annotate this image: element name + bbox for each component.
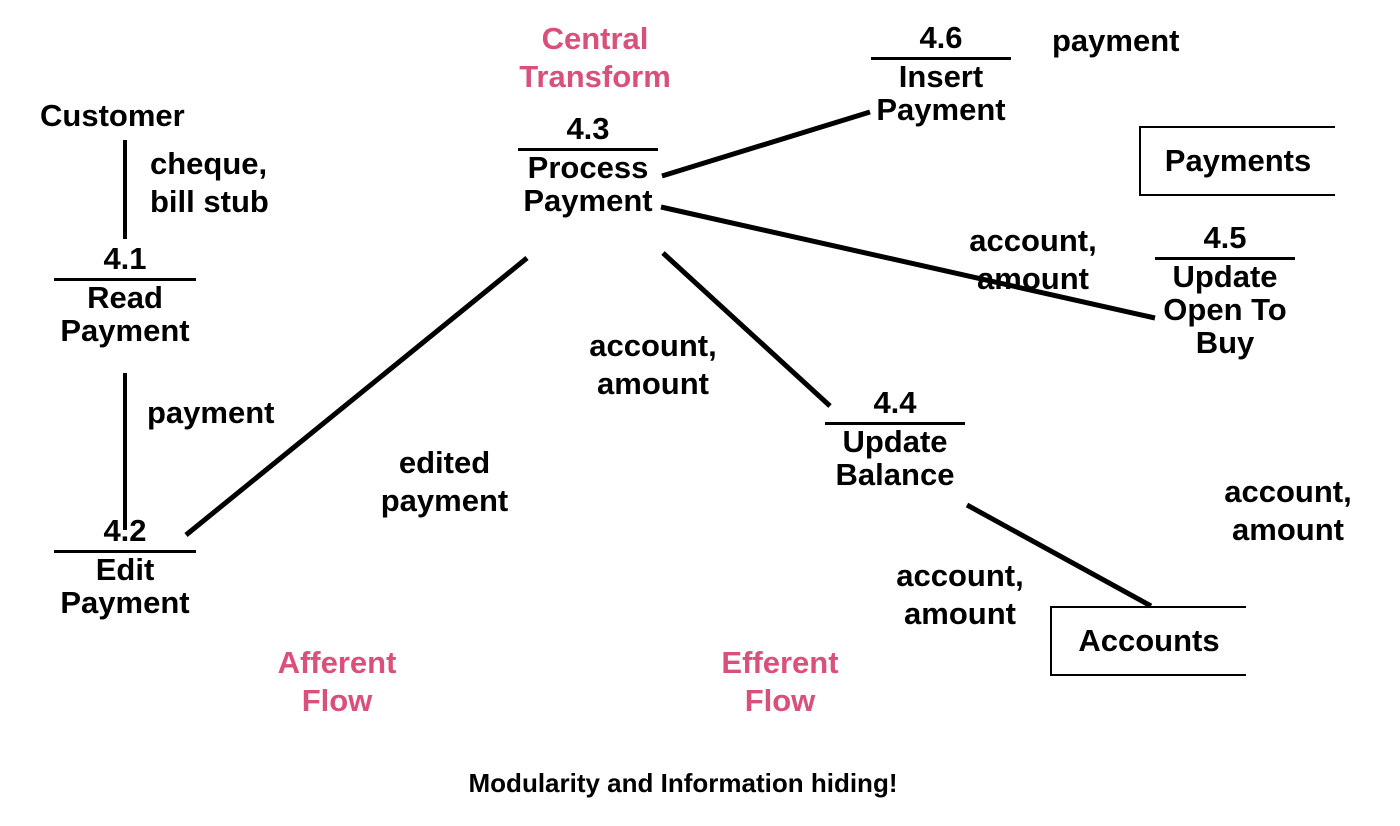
module-4-2-id: 4.2 <box>103 513 147 548</box>
flow-label-cheque-bill-stub-line2: bill stub <box>150 183 269 219</box>
flow-label-account-amount-process-to-balance: account, amount <box>563 327 743 403</box>
module-4-3-rule <box>518 147 658 151</box>
annotation-central-transform-line2: Transform <box>519 58 671 94</box>
flow-label-payment-read-to-edit: payment <box>147 394 274 432</box>
annotation-afferent-flow-line2: Flow <box>301 682 373 718</box>
annotation-efferent-flow-line2: Flow <box>744 682 816 718</box>
annotation-afferent-flow-line1: Afferent <box>277 645 397 680</box>
flow-label-payment-insert-to-store: payment <box>1052 22 1179 60</box>
datastore-payments[interactable]: Payments <box>1139 126 1335 196</box>
flow-label-account-amount-process-to-balance-line2: amount <box>597 365 709 401</box>
module-4-1-id: 4.1 <box>103 241 147 276</box>
flow-label-account-amount-balance-to-accounts-line1: account, <box>896 558 1024 593</box>
module-4-4-name-line2: Balance <box>835 456 955 492</box>
module-4-1-name-line2: Payment <box>60 312 190 348</box>
module-4-3-process-payment[interactable]: 4.3 Process Payment <box>473 111 703 218</box>
module-4-4-id: 4.4 <box>873 385 917 420</box>
external-entity-customer[interactable]: Customer <box>40 98 185 133</box>
flow-label-edited-payment-line2: payment <box>380 482 509 518</box>
module-4-3-id: 4.3 <box>566 111 610 146</box>
module-4-6-name-line1: Insert <box>898 58 984 94</box>
module-4-6-rule <box>871 56 1011 60</box>
flow-label-account-amount-process-to-otb-line2: amount <box>977 260 1089 296</box>
module-4-5-id: 4.5 <box>1203 220 1247 255</box>
module-4-4-rule <box>825 421 965 425</box>
flow-label-account-amount-otb-side: account, amount <box>1198 473 1378 549</box>
module-4-5-update-open-to-buy[interactable]: 4.5 Update Open To Buy <box>1110 220 1340 360</box>
module-4-1-read-payment[interactable]: 4.1 Read Payment <box>10 241 240 348</box>
module-4-6-name-line2: Payment <box>876 91 1006 127</box>
datastore-accounts[interactable]: Accounts <box>1050 606 1246 676</box>
flow-label-account-amount-process-to-otb-line1: account, <box>969 223 1097 258</box>
flow-label-account-amount-otb-side-line1: account, <box>1224 474 1352 509</box>
annotation-efferent-flow: Efferent Flow <box>690 644 870 720</box>
module-4-4-name-line1: Update <box>842 423 948 459</box>
flow-label-edited-payment: edited payment <box>352 444 537 520</box>
flow-label-payment-read-to-edit-line1: payment <box>147 395 275 430</box>
module-4-3-name-line1: Process <box>527 149 649 185</box>
flow-label-account-amount-process-to-otb: account, amount <box>943 222 1123 298</box>
module-4-5-name-line3: Buy <box>1195 324 1255 360</box>
flow-label-account-amount-balance-to-accounts-line2: amount <box>904 595 1016 631</box>
flow-label-edited-payment-line1: edited <box>398 445 491 480</box>
module-4-1-rule <box>54 277 196 281</box>
flow-label-account-amount-process-to-balance-line1: account, <box>589 328 717 363</box>
module-4-5-name-line2: Open To <box>1163 291 1287 327</box>
module-4-2-name-line2: Payment <box>60 584 190 620</box>
module-4-5-name-line1: Update <box>1172 258 1278 294</box>
flow-label-account-amount-balance-to-accounts: account, amount <box>870 557 1050 633</box>
datastore-payments-label: Payments <box>1164 143 1312 178</box>
flow-label-account-amount-otb-side-line2: amount <box>1232 511 1344 547</box>
module-4-2-name-line1: Edit <box>95 551 155 587</box>
module-4-4-update-balance[interactable]: 4.4 Update Balance <box>780 385 1010 492</box>
module-4-1-name-line1: Read <box>87 279 163 315</box>
annotation-afferent-flow: Afferent Flow <box>247 644 427 720</box>
annotation-central-transform-line1: Central <box>541 21 649 56</box>
module-4-6-id: 4.6 <box>919 20 963 55</box>
flow-label-cheque-bill-stub-line1: cheque, <box>150 146 268 181</box>
flow-label-payment-insert-to-store-line1: payment <box>1052 23 1180 58</box>
datastore-accounts-label: Accounts <box>1078 623 1220 658</box>
module-4-2-rule <box>54 549 196 553</box>
caption-modularity: Modularity and Information hiding! <box>468 768 898 798</box>
annotation-central-transform: Central Transform <box>480 20 710 96</box>
module-4-5-rule <box>1155 256 1295 260</box>
module-4-3-name-line2: Payment <box>523 182 653 218</box>
module-4-6-insert-payment[interactable]: 4.6 Insert Payment <box>826 20 1056 127</box>
annotation-efferent-flow-line1: Efferent <box>721 645 839 680</box>
flow-label-cheque-bill-stub: cheque, bill stub <box>150 145 269 221</box>
module-4-2-edit-payment[interactable]: 4.2 Edit Payment <box>10 513 240 620</box>
